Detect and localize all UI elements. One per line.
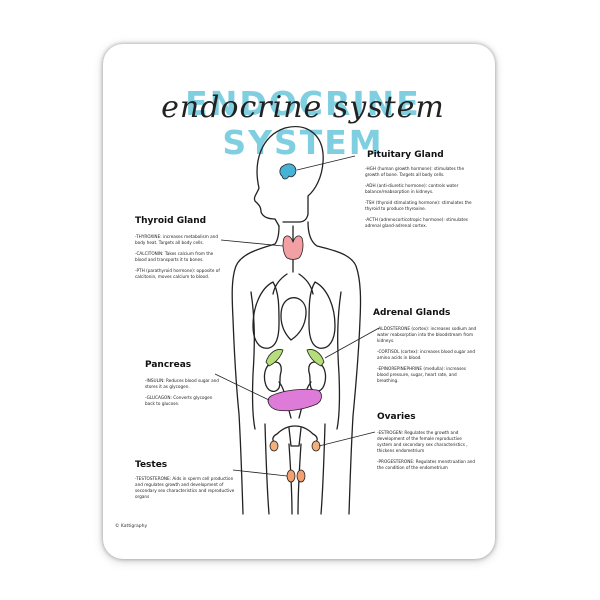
pancreas-item: -GLUCAGON: Converts glycogen back to glu… [145,395,213,406]
right-ovary [311,440,321,452]
adrenal-leader [324,327,380,359]
thyroid-gland [282,235,304,260]
pituitary-description: -HGH (human growth hormone): stimulates … [365,166,475,234]
page-title-script: endocrine system [161,90,445,125]
right-adrenal-gland [306,349,325,367]
pituitary-gland [279,163,297,180]
testes-item: -TESTOSTERONE: Aids in sperm cell produc… [135,476,235,499]
ovaries-description: -ESTROGEN: Regulates the growth and deve… [377,430,477,476]
left-kidney [263,361,282,393]
pancreas-title: Pancreas [145,360,192,370]
pancreas-organ [267,388,322,412]
credit-text: © Kattigraphy [115,524,148,529]
thyroid-description: -THYROXINE: increases metabolism and bod… [135,234,223,285]
pancreas-item: -INSULIN: Reduces blood sugar and stores… [145,378,219,389]
uterus [272,425,318,447]
ovaries-item: -PROGESTERONE: Regulates menstruation an… [377,459,476,470]
adrenal-item: -EPINOREPINEPHRINE (medulla): increases … [377,366,467,383]
pituitary-item: -ACTH (adrenocorticotropic hormone): sti… [365,217,468,228]
page-title: ENDOCRINE SYSTEM [185,84,421,162]
left-lung [252,281,280,349]
pituitary-title: Pituitary Gland [367,150,444,160]
pituitary-item: -HGH (human growth hormone): stimulates … [365,166,465,177]
adrenal-description: -ALDOSTERONE (cortex): increases sodium … [377,326,477,389]
body-diagram [214,126,380,515]
heart [280,297,307,341]
right-testis [296,469,306,483]
left-testis [286,469,296,483]
testes-leader [232,469,288,477]
testes-title: Testes [135,460,168,470]
arm-lines [250,291,342,430]
adrenal-item: -CORTISOL (cortex): increases blood suga… [377,349,476,360]
thyroid-item: -CALCITONIN: Takes calcium from the bloo… [135,251,214,262]
right-kidney [308,361,327,393]
ovaries-item: -ESTROGEN: Regulates the growth and deve… [377,430,468,453]
thyroid-item: -PTH (parathyroid hormone): opposite of … [135,268,220,279]
adrenal-title: Adrenal Glands [373,308,451,318]
ovaries-title: Ovaries [377,412,416,422]
head-outline [253,126,324,227]
thyroid-item: -THYROXINE: increases metabolism and bod… [135,234,218,245]
trachea [272,225,314,295]
pancreas-leader [214,373,270,401]
pituitary-item: -ADH (anti-diuretic hormone): controls w… [365,183,459,194]
pituitary-leader [296,155,356,171]
sticker: ENDOCRINE SYSTEM endocrine system [103,44,495,559]
pituitary-item: -TSH (thyroid stimulating hormone): stim… [365,200,472,211]
thyroid-leader [220,239,284,247]
left-ovary [269,440,279,452]
right-lung [308,281,336,349]
adrenal-item: -ALDOSTERONE (cortex): increases sodium … [377,326,477,343]
torso-outline [231,221,362,515]
pancreas-description: -INSULIN: Reduces blood sugar and stores… [145,378,221,412]
left-adrenal-gland [265,349,284,367]
testes-description: -TESTOSTERONE: Aids in sperm cell produc… [135,476,235,505]
leg-lines [264,423,326,515]
ovaries-leader [318,431,376,447]
thyroid-title: Thyroid Gland [135,216,207,226]
title-block: ENDOCRINE SYSTEM endocrine system [123,62,483,162]
